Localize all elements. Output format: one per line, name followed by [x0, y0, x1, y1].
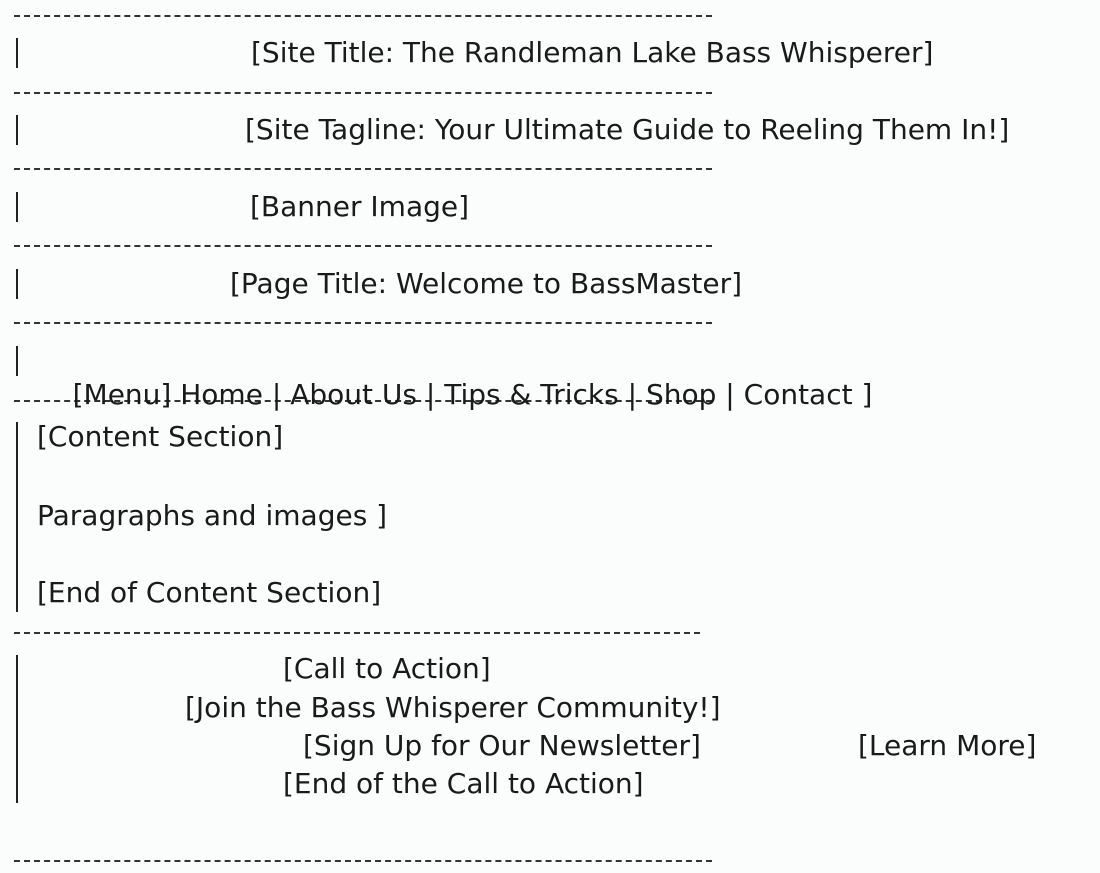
nav-link-about-us[interactable]: About Us — [290, 378, 417, 411]
content-border — [16, 422, 18, 612]
nav-separator: | — [271, 378, 282, 411]
nav-separator: | — [425, 378, 436, 411]
newsletter-signup-link[interactable]: [Sign Up for Our Newsletter] — [303, 729, 701, 762]
divider — [14, 860, 712, 862]
page-title: [Page Title: Welcome to BassMaster] — [230, 267, 743, 300]
cta-start: [Call to Action] — [283, 652, 491, 685]
divider — [14, 322, 712, 324]
site-tagline: [Site Tagline: Your Ultimate Guide to Re… — [245, 113, 1010, 146]
nav-link-home[interactable]: Home — [180, 378, 263, 411]
nav-separator: | — [725, 378, 735, 411]
divider — [14, 92, 712, 94]
cta-join-community: [Join the Bass Whisperer Community!] — [185, 691, 721, 724]
nav-separator: | — [627, 378, 638, 411]
content-section-start: [Content Section] — [37, 420, 284, 453]
learn-more-link[interactable]: [Learn More] — [858, 729, 1037, 762]
nav-link-tips-tricks[interactable]: Tips & Tricks — [444, 378, 619, 411]
menu-close-bracket: ] — [861, 378, 873, 411]
nav-link-shop[interactable]: Shop — [645, 378, 717, 411]
row-border — [16, 115, 18, 145]
content-section-end: [End of Content Section] — [37, 576, 382, 609]
row-border — [16, 269, 18, 299]
cta-border — [16, 655, 18, 803]
divider — [14, 400, 712, 402]
divider — [14, 632, 700, 634]
content-body: Paragraphs and images ] — [37, 499, 388, 532]
cta-end: [End of the Call to Action] — [283, 767, 644, 800]
menu-label: [Menu] — [72, 378, 172, 411]
banner-image-placeholder: [Banner Image] — [250, 190, 470, 223]
row-border — [16, 192, 18, 222]
row-border — [16, 38, 18, 68]
divider — [14, 245, 712, 247]
divider — [14, 168, 712, 170]
nav-link-contact[interactable]: Contact — [743, 378, 853, 411]
nav-menu: [Menu] Home | About Us | Tips & Tricks |… — [37, 344, 873, 446]
divider — [14, 15, 712, 17]
row-border — [16, 346, 18, 376]
site-title: [Site Title: The Randleman Lake Bass Whi… — [251, 36, 934, 69]
